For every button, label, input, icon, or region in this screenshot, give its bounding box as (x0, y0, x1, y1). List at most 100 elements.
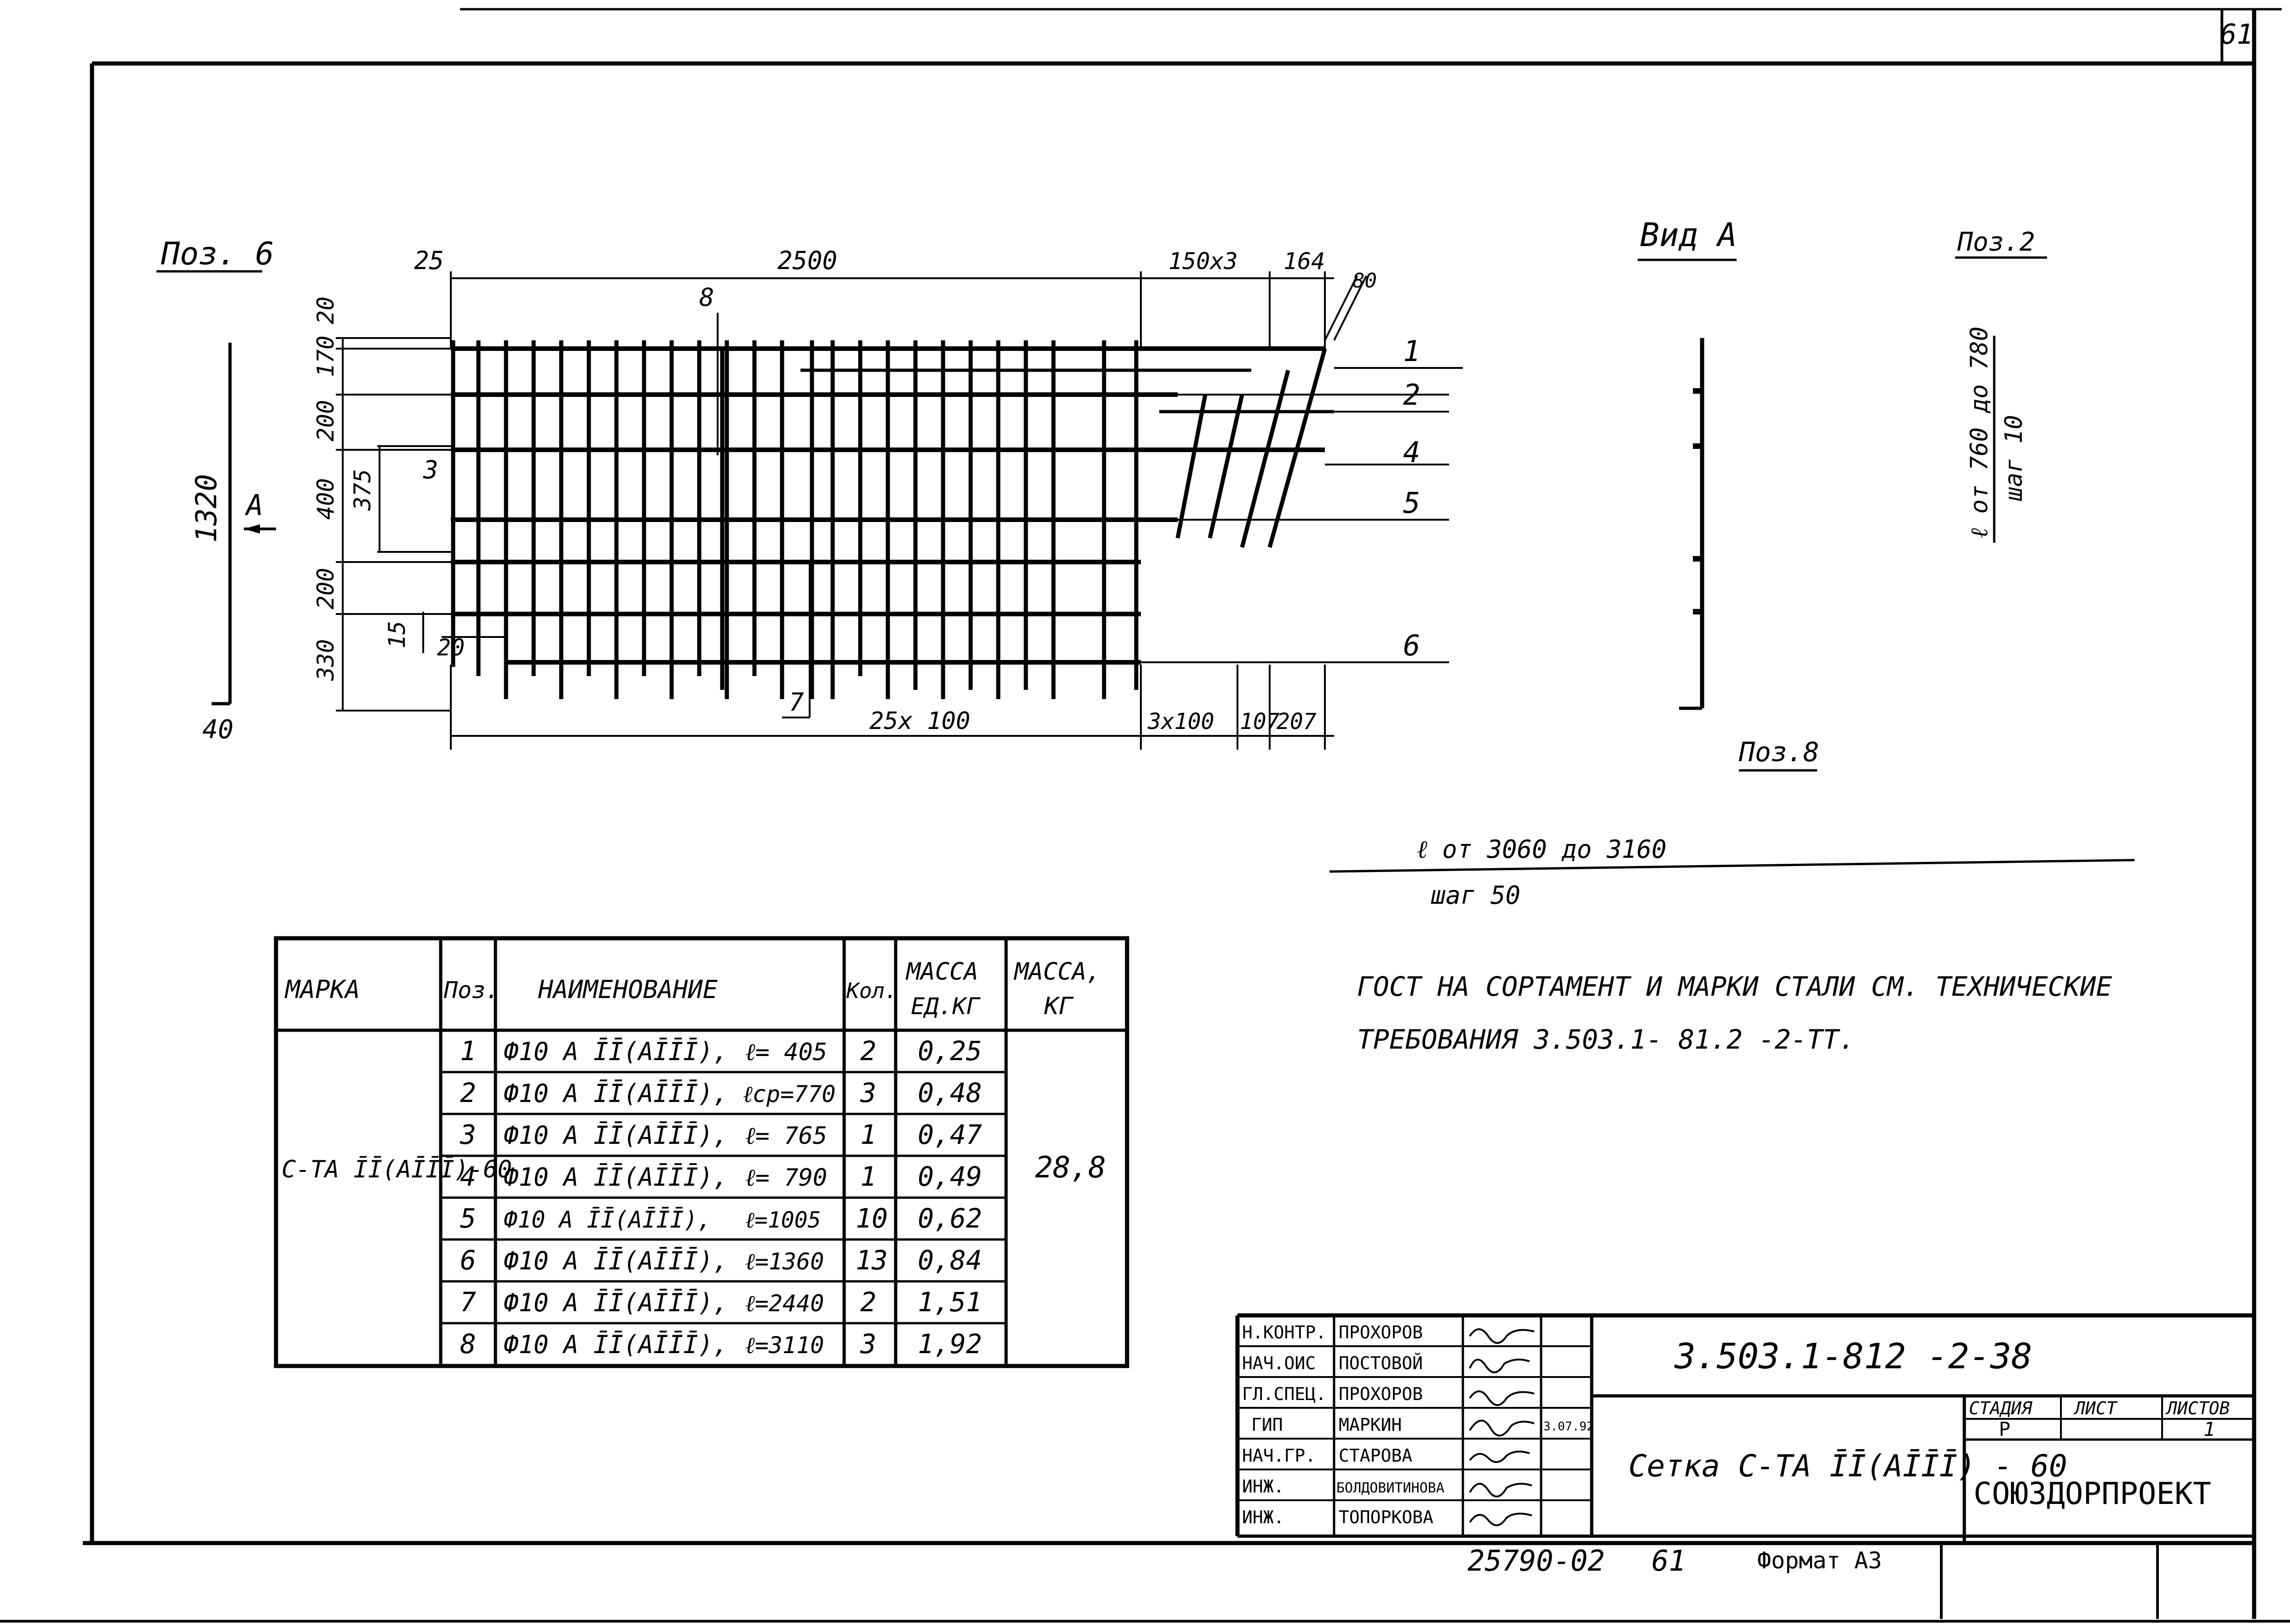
doc-code: 3.503.1-812 -2-38 (1674, 1336, 2032, 1377)
svg-text:20: 20 (437, 634, 465, 661)
svg-text:ГИП: ГИП (1251, 1415, 1283, 1435)
svg-text:ℓ= 765: ℓ= 765 (745, 1122, 827, 1150)
svg-text:ИНЖ.: ИНЖ. (1242, 1476, 1284, 1497)
overall-40: 40 (202, 715, 233, 745)
svg-text:ПРОХОРОВ: ПРОХОРОВ (1339, 1384, 1423, 1404)
dim-top-25: 25 (414, 246, 444, 275)
svg-text:Ф10 А ĪĪ(АĪĪĪ),: Ф10 А ĪĪ(АĪĪĪ), (504, 1288, 728, 1317)
svg-text:Поз.: Поз. (443, 977, 499, 1004)
svg-text:шаг 10: шаг 10 (2000, 415, 2028, 501)
svg-text:0,84: 0,84 (918, 1245, 982, 1276)
sheet-frame (0, 8, 2290, 1623)
spec-total-mass: 28,8 (1035, 1151, 1106, 1185)
position-labels: 1 2 4 5 6 (1403, 334, 1420, 662)
sheet-header: ЛИСТ (2073, 1398, 2118, 1418)
svg-text:Ф10 А ĪĪ(АĪĪĪ),: Ф10 А ĪĪ(АĪĪĪ), (504, 1246, 728, 1275)
svg-text:НАИМЕНОВАНИЕ: НАИМЕНОВАНИЕ (538, 975, 718, 1004)
svg-text:1: 1 (860, 1161, 876, 1192)
svg-text:6: 6 (1403, 629, 1420, 662)
spec-table-header: МАРКА Поз. НАИМЕНОВАНИЕ Кол. МАССА ЕД.КГ… (284, 958, 1101, 1020)
dim-bot-3x100: 3х100 (1147, 709, 1214, 735)
dim-bot-207: 207 (1277, 709, 1317, 735)
svg-text:1,92: 1,92 (918, 1328, 982, 1360)
svg-text:МАРКА: МАРКА (284, 975, 360, 1004)
svg-text:КГ: КГ (1044, 993, 1074, 1020)
title-block-staff: Н.КОНТР. ПРОХОРОВ НАЧ.ОИС ПОСТОВОЙ ГЛ.СП… (1242, 1322, 1444, 1527)
svg-text:2: 2 (860, 1035, 876, 1067)
svg-text:1: 1 (860, 1119, 876, 1150)
left-dims: 20 170 200 400 200 330 375 15 20 (312, 297, 465, 681)
svg-text:ℓ= 405: ℓ= 405 (745, 1039, 827, 1066)
svg-text:15: 15 (384, 621, 410, 648)
pos8-note: ℓ от 3060 до 3160 шаг 50 (1329, 835, 2135, 910)
svg-text:Н.КОНТР.: Н.КОНТР. (1242, 1322, 1326, 1343)
spec-row: 5 Ф10 А ĪĪ(АĪĪĪ), ℓ=1005 10 0,62 (460, 1203, 982, 1234)
note-line-2: ТРЕБОВАНИЯ 3.503.1- 81.2 -2-ТТ. (1357, 1024, 1855, 1055)
svg-text:ℓ=1360: ℓ=1360 (745, 1248, 824, 1275)
svg-text:170: 170 (312, 336, 339, 377)
svg-text:ℓ=1005: ℓ=1005 (745, 1207, 821, 1233)
svg-text:3: 3 (860, 1328, 876, 1360)
org-name: СОЮЗДОРПРОЕКТ (1974, 1476, 2211, 1511)
svg-text:ЕД.КГ: ЕД.КГ (911, 993, 981, 1020)
doc-title: Сетка С-ТА ĪĪ(АĪĪĪ) - 60 (1628, 1448, 2067, 1484)
svg-text:ℓ= 790: ℓ= 790 (745, 1164, 827, 1192)
svg-text:ℓ от 3060 до 3160: ℓ от 3060 до 3160 (1417, 835, 1667, 864)
dimension-lines (336, 271, 1463, 750)
mesh-drawing (156, 256, 2047, 772)
callout-7: 7 (789, 688, 804, 717)
svg-text:3: 3 (460, 1119, 476, 1150)
svg-text:Ф10 А ĪĪ(АĪĪĪ),: Ф10 А ĪĪ(АĪĪĪ), (504, 1206, 712, 1233)
arrow-a-label: А (244, 488, 263, 522)
svg-text:8: 8 (460, 1328, 476, 1360)
dim-top-150x3: 150х3 (1168, 248, 1238, 275)
svg-text:МАРКИН: МАРКИН (1339, 1415, 1402, 1435)
svg-text:20: 20 (312, 297, 339, 324)
spec-row: 2 Ф10 А ĪĪ(АĪĪĪ), ℓср=770 3 0,48 (460, 1077, 982, 1108)
svg-text:Ф10 А ĪĪ(АĪĪĪ),: Ф10 А ĪĪ(АĪĪĪ), (504, 1121, 728, 1150)
svg-text:Ф10 А ĪĪ(АĪĪĪ),: Ф10 А ĪĪ(АĪĪĪ), (504, 1330, 728, 1359)
svg-text:шаг 50: шаг 50 (1431, 881, 1520, 910)
svg-text:Кол.: Кол. (846, 978, 898, 1003)
spec-row: 8 Ф10 А ĪĪ(АĪĪĪ), ℓ=3110 3 1,92 (460, 1328, 982, 1360)
svg-text:ℓ=2440: ℓ=2440 (745, 1290, 824, 1317)
diagonal-bars (1175, 348, 1327, 548)
svg-text:Ф10 А ĪĪ(АĪĪĪ),: Ф10 А ĪĪ(АĪĪĪ), (504, 1037, 728, 1066)
svg-text:10: 10 (856, 1203, 888, 1234)
spec-row: 4 Ф10 А ĪĪ(АĪĪĪ), ℓ= 790 1 0,49 (460, 1161, 982, 1192)
svg-text:6: 6 (460, 1245, 476, 1276)
spec-row: 6 Ф10 А ĪĪ(АĪĪĪ), ℓ=1360 13 0,84 (460, 1245, 982, 1276)
svg-text:4: 4 (1403, 436, 1420, 469)
svg-text:0,47: 0,47 (918, 1119, 982, 1150)
dim-top-80: 80 (1352, 269, 1377, 293)
archive-page: 61 (1651, 1544, 1686, 1578)
svg-text:400: 400 (312, 478, 339, 520)
view-a-bar (1679, 338, 1704, 710)
svg-text:ТОПОРКОВА: ТОПОРКОВА (1339, 1507, 1433, 1527)
sheets-value: 1 (2204, 1418, 2215, 1440)
svg-text:НАЧ.ОИС: НАЧ.ОИС (1242, 1353, 1316, 1373)
svg-text:СТАРОВА: СТАРОВА (1339, 1446, 1412, 1466)
svg-text:ℓср=770: ℓср=770 (743, 1081, 835, 1108)
pos6-label: Поз. 6 (161, 236, 274, 272)
svg-text:13: 13 (856, 1245, 888, 1276)
svg-text:3: 3 (860, 1077, 876, 1108)
svg-text:ℓ от 760 до 780: ℓ от 760 до 780 (1966, 327, 1993, 538)
svg-text:ℓ=3110: ℓ=3110 (745, 1332, 824, 1359)
svg-text:0,25: 0,25 (918, 1035, 982, 1067)
svg-text:1: 1 (1403, 334, 1420, 368)
svg-text:Ф10 А ĪĪ(АĪĪĪ),: Ф10 А ĪĪ(АĪĪĪ), (504, 1163, 728, 1192)
spec-row: 3 Ф10 А ĪĪ(АĪĪĪ), ℓ= 765 1 0,47 (460, 1119, 982, 1150)
dim-top-2500: 2500 (777, 246, 837, 275)
stage-header: СТАДИЯ (1969, 1398, 2032, 1418)
svg-text:2: 2 (1403, 378, 1420, 412)
svg-text:ИНЖ.: ИНЖ. (1242, 1507, 1284, 1527)
svg-text:МАССА: МАССА (905, 958, 978, 986)
svg-text:330: 330 (312, 639, 339, 681)
view-a-label: Вид А (1640, 216, 1737, 254)
svg-text:Ф10 А ĪĪ(АĪĪĪ),: Ф10 А ĪĪ(АĪĪĪ), (504, 1079, 728, 1108)
svg-text:5: 5 (460, 1203, 476, 1234)
vertical-bars (451, 340, 1139, 699)
stage-value: Р (1999, 1418, 2010, 1440)
svg-text:ГЛ.СПЕЦ.: ГЛ.СПЕЦ. (1242, 1384, 1326, 1404)
